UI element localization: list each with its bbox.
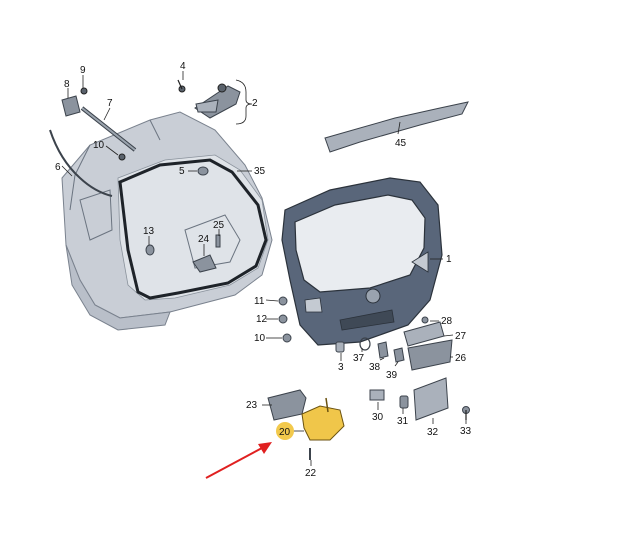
callout-label: 35 — [254, 166, 266, 177]
callout-label: 3 — [338, 362, 344, 373]
callout-label: 28 — [441, 316, 453, 327]
spoiler — [324, 101, 469, 153]
gas-strut — [61, 87, 137, 161]
callout-label: 20 — [279, 427, 291, 438]
callout-label: 27 — [455, 331, 467, 342]
callout-label: 6 — [55, 162, 61, 173]
callout-label: 1 — [446, 254, 452, 265]
callout-label: 33 — [460, 426, 472, 437]
callout-label: 22 — [305, 468, 317, 479]
callout-label: 11 — [254, 296, 265, 307]
callout-label: 24 — [198, 234, 210, 245]
callout-label: 10 — [254, 333, 266, 344]
hinge-assembly — [177, 79, 241, 119]
callout-label: 37 — [353, 353, 365, 364]
callout-label: 32 — [427, 427, 439, 438]
red-pointer-arrow — [205, 442, 272, 479]
callout-label: 5 — [179, 166, 185, 177]
tailgate-lock — [301, 405, 345, 441]
callout-label: 13 — [143, 226, 155, 237]
callout-label: 38 — [369, 362, 381, 373]
tailgate — [281, 177, 443, 346]
tailgate-small-parts — [278, 296, 470, 421]
tailgate-seal — [118, 158, 268, 300]
callout-label: 2 — [252, 98, 258, 109]
cable — [49, 129, 113, 197]
callout-label: 4 — [180, 61, 186, 72]
callout-label: 9 — [80, 65, 86, 76]
callout-label: 7 — [107, 98, 113, 109]
callout-label: 25 — [213, 220, 225, 231]
callout-label: 8 — [64, 79, 70, 90]
callout-label: 12 — [256, 314, 268, 325]
callout-label: 45 — [395, 138, 407, 149]
callout-label: 30 — [372, 412, 384, 423]
callout-label: 31 — [397, 416, 409, 427]
callout-labels: 1 2 3 4 5 6 7 8 9 10 10 11 12 13 20 22 2… — [55, 61, 472, 479]
highlight-badge — [276, 422, 294, 440]
callout-label: 26 — [455, 353, 467, 364]
callout-label: 23 — [246, 400, 258, 411]
leader-lines — [61, 71, 467, 466]
lock-housing — [267, 389, 307, 421]
body-small-parts — [145, 166, 221, 273]
callout-label: 10 — [93, 140, 105, 151]
callout-label: 39 — [386, 370, 398, 381]
